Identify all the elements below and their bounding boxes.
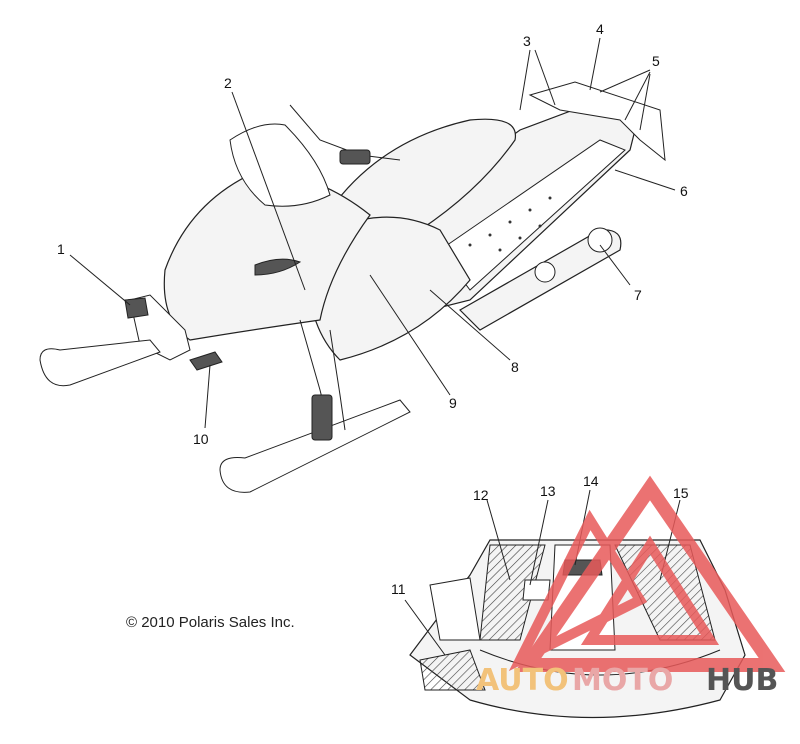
watermark-auto: AUTO: [476, 663, 569, 698]
watermark-moto: MOTO: [572, 663, 673, 698]
rear-bumper: [528, 81, 666, 162]
callout-5: 5: [652, 53, 660, 69]
callout-labels: 1 2 3 4 5 6 7 8 9 10 11 12 13 14 15: [57, 21, 689, 597]
callout-14: 14: [583, 473, 599, 489]
callout-11: 11: [391, 581, 406, 597]
callout-6: 6: [680, 183, 688, 199]
front-decal: [419, 649, 486, 691]
seat: [328, 118, 517, 231]
leader-lines: [69, 37, 681, 656]
snowmobile-illustration: [39, 81, 666, 493]
right-ski: [219, 399, 411, 493]
windshield: [229, 123, 331, 207]
left-side-decal: [479, 544, 546, 641]
copyright-notice: © 2010 Polaris Sales Inc.: [126, 614, 295, 631]
watermark-text: AUTO MOTO HUB: [476, 663, 778, 698]
hood: [163, 169, 371, 341]
callout-3: 3: [523, 33, 531, 49]
callout-8: 8: [511, 359, 519, 375]
callout-15: 15: [673, 485, 689, 501]
callout-4: 4: [596, 21, 604, 37]
callout-9: 9: [449, 395, 457, 411]
callout-7: 7: [634, 287, 642, 303]
callout-13: 13: [540, 483, 556, 499]
callout-1: 1: [57, 241, 65, 257]
left-ski: [39, 339, 161, 387]
watermark-hub: HUB: [706, 663, 778, 698]
callout-12: 12: [473, 487, 489, 503]
callout-2: 2: [224, 75, 232, 91]
callout-10: 10: [193, 431, 209, 447]
watermark-logo: [508, 475, 786, 672]
watermark-triangle-icon: [514, 475, 786, 672]
